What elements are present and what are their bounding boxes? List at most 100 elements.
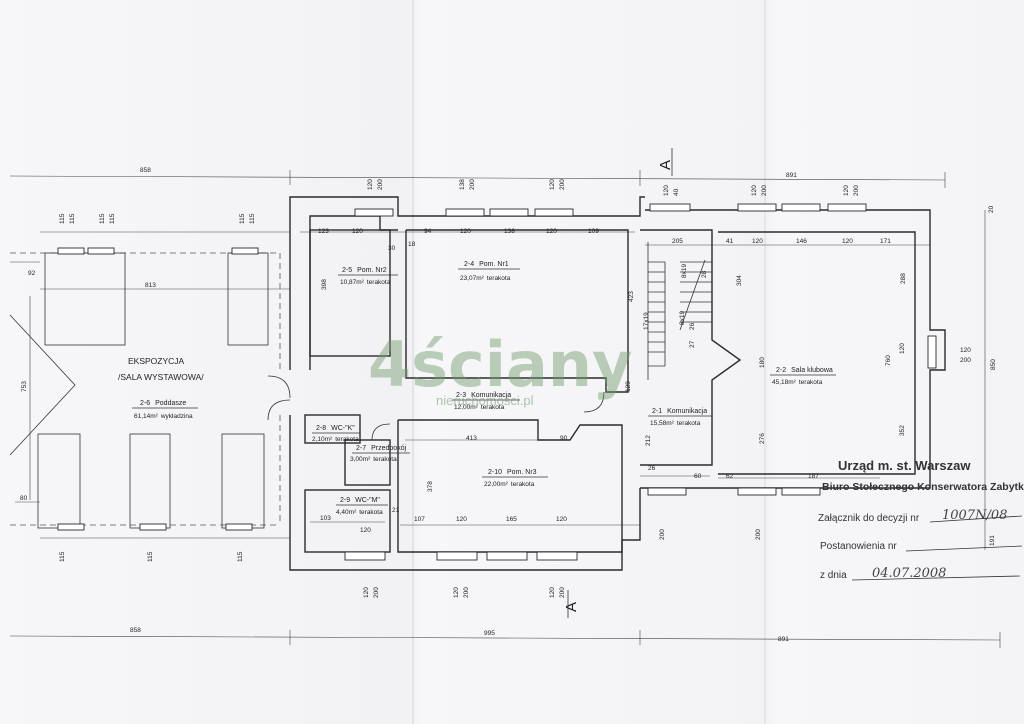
stamp-line-3: Załącznik do decyzji nr [818,513,920,524]
dim-18: 18 [408,241,416,248]
dim-62: 62 [726,473,734,480]
dim-120-c: 120 [546,228,557,235]
dim-41: 41 [726,238,734,245]
stair-17x19: 17x19 [643,312,650,330]
dim-top-858: 858 [140,167,151,174]
dim-109: 109 [588,228,599,235]
dim-60: 60 [694,473,702,480]
dim-120-h: 120 [456,516,467,523]
dim-sky-4: 115 [59,551,66,562]
stamp-line-1: Urząd m. st. Warszaw [838,458,971,473]
dim-win-b2b: 200 [463,587,470,598]
dim-win-2a: 138 [459,179,466,190]
dim-bot-891: 891 [778,636,789,643]
dim-171: 171 [880,238,891,245]
dim-sky-3b: 115 [249,213,256,224]
dim-92: 92 [28,270,36,277]
dimension-labels: 858 891 858 995 891 120 200 138 200 120 … [20,167,997,643]
dim-right-120: 120 [960,347,971,354]
dim-378: 378 [427,481,434,492]
expo-line-1: EKSPOZYCJA [128,356,185,366]
watermark-subtitle: nieruchomości.pl [436,393,534,408]
dim-sky-1b: 115 [69,213,76,224]
dim-138: 138 [504,228,515,235]
dim-win-5a: 120 [751,185,758,196]
windows [344,203,937,561]
watermark-logo: 4ściany [368,328,632,401]
dim-21: 21 [392,507,400,514]
stamp-decision-no: 1007N/08 [942,508,1007,523]
conservator-stamp: Urząd m. st. Warszaw Biuro Stołecznego K… [818,458,1024,581]
dim-304: 304 [736,275,743,286]
section-label-bottom: A [563,602,580,612]
dim-win-4a: 120 [663,185,670,196]
dim-win-b2a: 120 [453,587,460,598]
dim-120-e: 120 [842,238,853,245]
expo-line-2: /SALA WYSTAWOWA/ [118,372,204,382]
dim-352: 352 [899,425,906,436]
dim-753: 753 [21,381,28,392]
dim-123: 123 [318,228,329,235]
dim-120-g: 120 [360,527,371,534]
dim-win-b1a: 120 [363,587,370,598]
dim-107: 107 [414,516,425,523]
stair-28: 28 [701,270,708,278]
section-label-top: A [657,160,674,170]
dim-sky-2a: 115 [99,213,106,224]
dim-205: 205 [672,238,683,245]
stair-27: 27 [689,340,696,348]
dim-sky-1a: 115 [59,213,66,224]
dim-276: 276 [759,433,766,444]
stamp-line-5: z dnia [820,570,847,581]
dim-bot-858: 858 [130,627,141,634]
dim-760: 760 [885,355,892,366]
dim-120-i: 120 [556,516,567,523]
dim-212: 212 [645,435,652,446]
dim-288: 288 [900,273,907,284]
dim-90: 90 [560,435,568,442]
dim-win-3a: 120 [549,179,556,190]
dim-191: 191 [989,535,996,546]
dim-sky-2b: 115 [109,213,116,224]
dim-win-2b: 200 [469,179,476,190]
stair-26: 26 [689,322,696,330]
dim-right-200: 200 [960,357,971,364]
dimension-ticks [289,170,1001,648]
dim-423: 423 [628,291,635,302]
dim-win-1a: 120 [367,179,374,190]
dim-bot-995: 995 [484,630,495,637]
dim-813: 813 [145,282,156,289]
stair-8x19-a: 8x19 [679,311,686,325]
dim-26: 26 [648,465,656,472]
watermark: 4ściany nieruchomości.pl [368,328,632,408]
section-markers: A A [563,148,674,618]
dim-sky-3a: 115 [239,213,246,224]
dim-sky-6: 115 [237,551,244,562]
dim-win-6b: 200 [853,185,860,196]
dim-103: 103 [320,515,331,522]
dim-win-b4: 200 [659,529,666,540]
dim-120-b: 120 [460,228,471,235]
dim-win-1b: 200 [377,179,384,190]
